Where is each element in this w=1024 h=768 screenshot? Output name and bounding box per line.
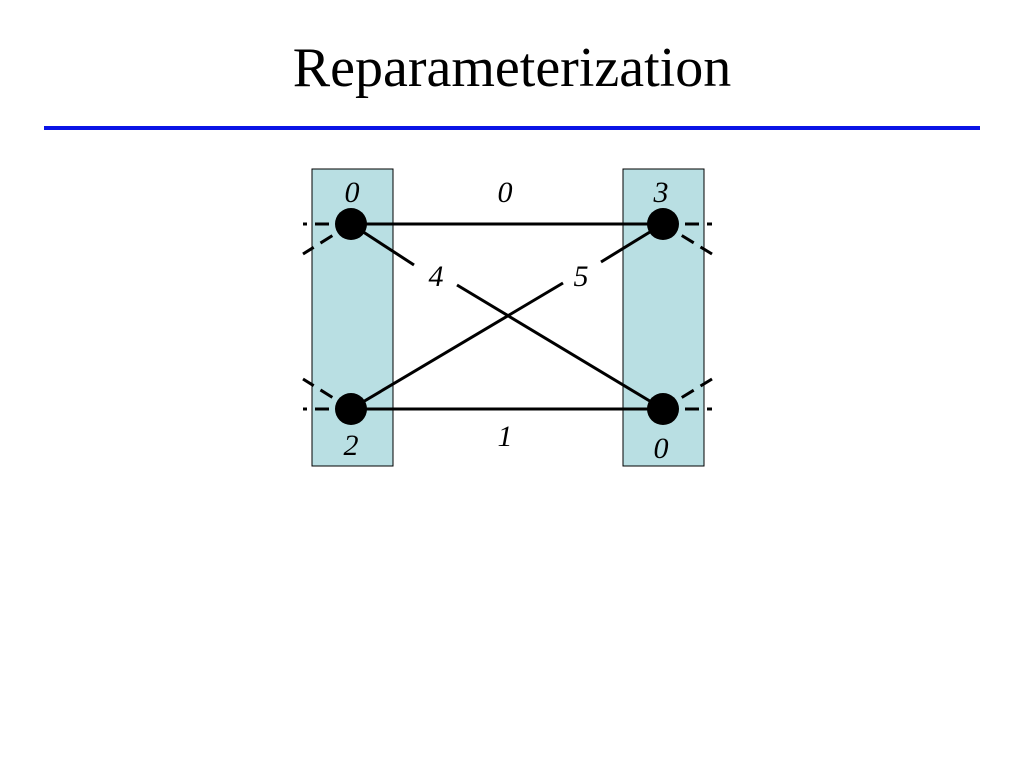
edge-label-bottom: 1 [498,420,513,453]
edge-cross-up-start [350,281,564,411]
slide-title: Reparameterization [292,37,732,99]
node-bottom-left [335,393,367,425]
edge-cross-down-end [456,283,664,411]
title-divider [44,126,980,130]
node-label-top-left: 0 [345,176,360,209]
node-label-top-right: 3 [653,176,669,209]
edge-label-cross-up: 5 [574,260,589,293]
node-bottom-right [647,393,679,425]
node-label-bottom-left: 2 [344,429,359,462]
edge-label-top: 0 [498,176,513,209]
edge-label-cross-down: 4 [429,260,444,293]
node-top-right [647,208,679,240]
node-top-left [335,208,367,240]
node-label-bottom-right: 0 [654,432,669,465]
